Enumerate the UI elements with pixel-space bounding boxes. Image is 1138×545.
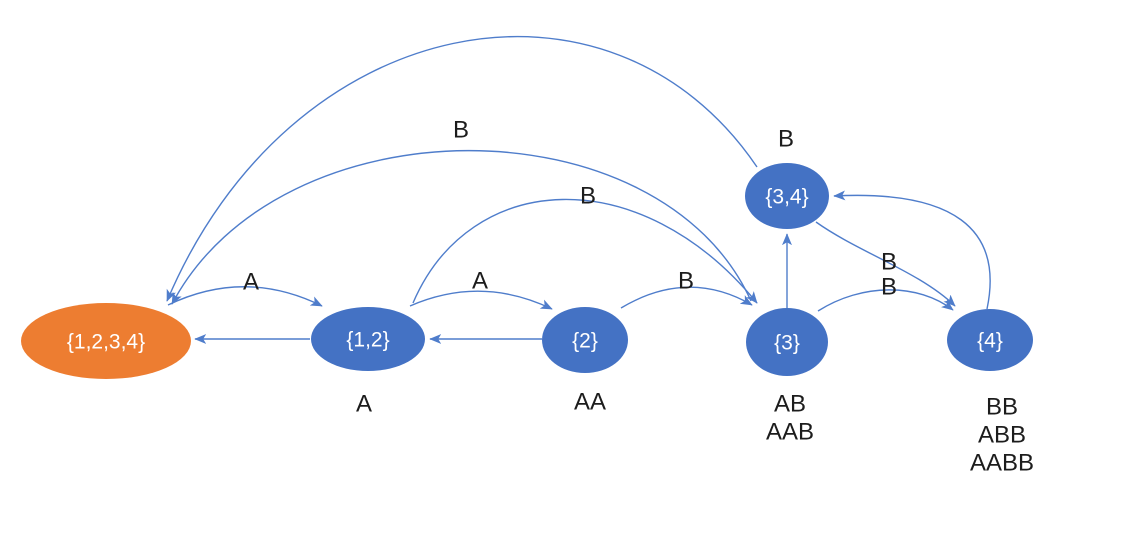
- edge-t-s3-s1234-B: [171, 150, 752, 305]
- edge-t-s34-s4-B: [815, 221, 956, 307]
- edge-label-t-s3-s4-B: B: [881, 274, 897, 301]
- edge-label-t-s12-s2-A: A: [472, 268, 488, 295]
- edge-label-t-s12-s3-B: B: [580, 183, 596, 210]
- edge-t-s12-s2-A: [409, 290, 553, 310]
- edge-t-s2-s3-B: [620, 286, 753, 309]
- node-s3-shape: [746, 308, 828, 376]
- edge-t-s1234-s12-A: [167, 286, 323, 307]
- annotation-s4-line0: BB: [986, 394, 1018, 421]
- node-s12-label: {1,2}: [346, 329, 389, 352]
- edge-label-t-s34-s4-B: B: [881, 249, 897, 276]
- annotation-s2-line0: AA: [574, 389, 606, 416]
- annotation-s3-line0: AB: [774, 391, 806, 418]
- edge-s-s4-s34: [833, 190, 991, 310]
- edge-label-t-s1234-s12-A: A: [243, 269, 259, 296]
- annotation-s12-line0: A: [356, 391, 372, 418]
- node-s34-label: {3,4}: [765, 186, 808, 209]
- annotation-s4-line1: ABB: [978, 422, 1026, 449]
- edge-label-t-s34-s1234-B: B: [778, 126, 794, 153]
- edge-t-s12-s3-B: [412, 198, 758, 304]
- edge-label-t-s2-s3-B: B: [678, 268, 694, 295]
- nodes-layer: {1,2,3,4} {1,2} {2} {3} {3,4} {4}: [21, 163, 1033, 379]
- edges-layer: [166, 36, 991, 344]
- node-s34-shape: [745, 163, 829, 229]
- node-s1234-label: {1,2,3,4}: [67, 331, 145, 354]
- node-s2-shape: [542, 307, 628, 373]
- edge-t-s3-s4-B: [817, 289, 954, 312]
- node-s1234-shape: [21, 303, 191, 379]
- edge-label-t-s3-s1234-B: B: [453, 117, 469, 144]
- edge-t-s34-s1234-B: [166, 36, 758, 302]
- node-s4-label: {4}: [977, 330, 1003, 353]
- node-s2-label: {2}: [572, 330, 598, 353]
- annotation-s3-line1: AAB: [766, 419, 814, 446]
- node-s12-shape: [311, 307, 425, 371]
- annotation-s4-line2: AABB: [970, 450, 1034, 477]
- node-s3-label: {3}: [774, 332, 800, 355]
- node-s4-shape: [947, 309, 1033, 371]
